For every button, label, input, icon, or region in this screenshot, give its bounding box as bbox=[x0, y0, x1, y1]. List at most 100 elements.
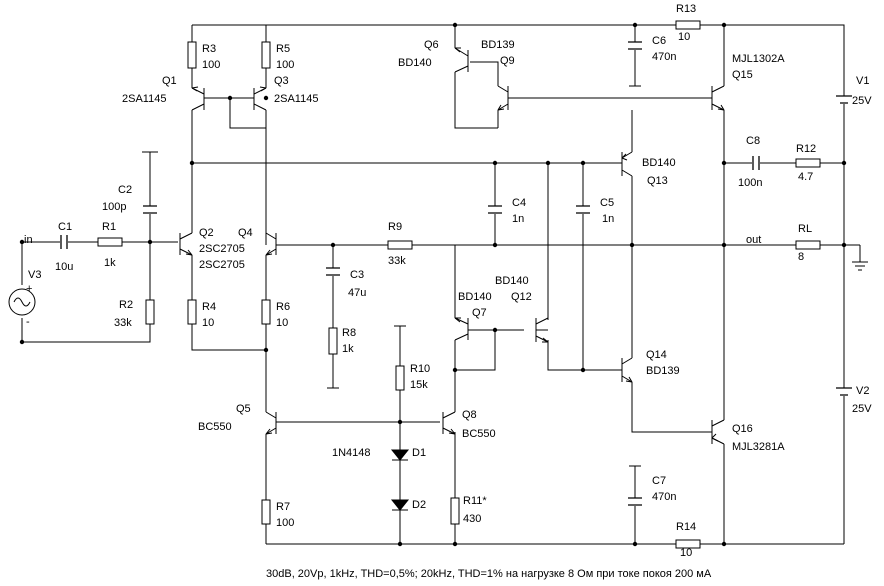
q5-part: BC550 bbox=[198, 421, 232, 433]
c7-ref: C7 bbox=[652, 475, 666, 487]
q7-part: BD140 bbox=[458, 291, 492, 303]
capacitors bbox=[60, 41, 760, 506]
v2-symbol bbox=[836, 387, 852, 396]
v3-symbol bbox=[8, 288, 36, 316]
rl-value: 8 bbox=[798, 251, 804, 263]
q15-part: MJL1302A bbox=[732, 53, 785, 65]
r4-ref: R4 bbox=[202, 301, 216, 313]
r8-ref: R8 bbox=[342, 327, 356, 339]
r1-ref: R1 bbox=[102, 221, 116, 233]
r10-ref: R10 bbox=[410, 363, 430, 375]
d1-part: 1N4148 bbox=[332, 447, 371, 459]
q1-part: 2SA1145 bbox=[122, 93, 166, 105]
r11-ref: R11* bbox=[463, 495, 487, 507]
labels: Q1 2SA1145 Q3 2SA1145 Q2 2SC2705 Q4 2SC2… bbox=[24, 3, 872, 580]
q8-ref: Q8 bbox=[462, 409, 477, 421]
r9-ref: R9 bbox=[388, 221, 402, 233]
c2-value: 100p bbox=[102, 201, 126, 213]
v2-value: 25V bbox=[852, 403, 872, 415]
r2-value: 33k bbox=[114, 317, 132, 329]
q4-ref: Q4 bbox=[238, 227, 253, 239]
q13-symbol bbox=[621, 151, 633, 177]
v2-ref: V2 bbox=[856, 385, 869, 397]
diodes bbox=[390, 449, 410, 511]
r2-body bbox=[145, 299, 155, 325]
r12-ref: R12 bbox=[796, 143, 816, 155]
wires bbox=[21, 24, 868, 545]
c8-plates bbox=[752, 156, 760, 170]
r8-value: 1k bbox=[342, 343, 354, 355]
v3-sine bbox=[13, 297, 31, 307]
q9-symbol bbox=[497, 85, 509, 111]
r5-value: 100 bbox=[276, 59, 294, 71]
q14-symbol bbox=[621, 357, 633, 383]
v1-value: 25V bbox=[852, 95, 872, 107]
c8-ref: C8 bbox=[746, 135, 760, 147]
q6-ref: Q6 bbox=[424, 39, 439, 51]
q2-symbol bbox=[179, 232, 193, 256]
q4-symbol bbox=[265, 232, 277, 256]
r11-body bbox=[450, 497, 460, 525]
q16-symbol bbox=[711, 419, 725, 445]
c4-ref: C4 bbox=[512, 197, 526, 209]
transistors bbox=[179, 47, 725, 445]
net-in-label: in bbox=[24, 234, 33, 246]
c5-ref: C5 bbox=[600, 197, 614, 209]
r13-value: 10 bbox=[678, 31, 690, 43]
r7-value: 100 bbox=[276, 517, 294, 529]
v3-plus: + bbox=[26, 283, 32, 295]
v1-symbol bbox=[836, 95, 852, 104]
q12-symbol bbox=[535, 317, 549, 343]
r6-ref: R6 bbox=[276, 301, 290, 313]
q14-part: BD139 bbox=[646, 365, 680, 377]
q8-part: BC550 bbox=[462, 428, 496, 440]
r12-body bbox=[795, 158, 821, 168]
r3-ref: R3 bbox=[202, 43, 216, 55]
r2-ref: R2 bbox=[119, 299, 133, 311]
q12-part: BD140 bbox=[495, 275, 529, 287]
net-out-label: out bbox=[746, 234, 761, 246]
resistors bbox=[97, 20, 821, 549]
v1-ref: V1 bbox=[856, 75, 869, 87]
r7-body bbox=[261, 499, 271, 525]
d1-symbol bbox=[390, 449, 410, 461]
q1-symbol bbox=[191, 86, 205, 111]
r7-ref: R7 bbox=[276, 501, 290, 513]
r5-ref: R5 bbox=[276, 43, 290, 55]
q15-symbol bbox=[711, 85, 725, 111]
q16-ref: Q16 bbox=[732, 423, 753, 435]
q2-ref: Q2 bbox=[199, 227, 214, 239]
q3-ref: Q3 bbox=[274, 75, 289, 87]
c2-ref: C2 bbox=[118, 184, 132, 196]
caption: 30dB, 20Vp, 1kHz, THD=0,5%; 20kHz, THD=1… bbox=[266, 568, 712, 580]
sources bbox=[8, 95, 852, 396]
c1-ref: C1 bbox=[58, 221, 72, 233]
r5-body bbox=[261, 41, 271, 69]
r1-body bbox=[97, 237, 123, 247]
r13-ref: R13 bbox=[676, 3, 696, 15]
c3-value: 47u bbox=[348, 287, 366, 299]
c6-plates bbox=[628, 41, 642, 50]
c3-ref: C3 bbox=[350, 269, 364, 281]
r13-body bbox=[675, 20, 701, 30]
r1-value: 1k bbox=[104, 257, 116, 269]
q3-part: 2SA1145 bbox=[274, 93, 318, 105]
q14-ref: Q14 bbox=[646, 349, 667, 361]
c8-value: 100n bbox=[738, 177, 762, 189]
r10-value: 15k bbox=[410, 379, 428, 391]
r14-body bbox=[675, 539, 701, 549]
c5-plates bbox=[576, 205, 590, 214]
q8-symbol bbox=[442, 411, 456, 435]
r11-value: 430 bbox=[463, 513, 481, 525]
r10-body bbox=[395, 365, 405, 391]
q4-part: 2SC2705 bbox=[199, 259, 245, 271]
c6-value: 470n bbox=[652, 51, 676, 63]
r6-body bbox=[261, 299, 271, 325]
d2-ref: D2 bbox=[412, 499, 426, 511]
junctions bbox=[19, 22, 847, 547]
q7-symbol bbox=[454, 317, 469, 341]
c4-plates bbox=[488, 205, 502, 214]
r9-body bbox=[387, 240, 413, 250]
r12-value: 4.7 bbox=[798, 171, 813, 183]
